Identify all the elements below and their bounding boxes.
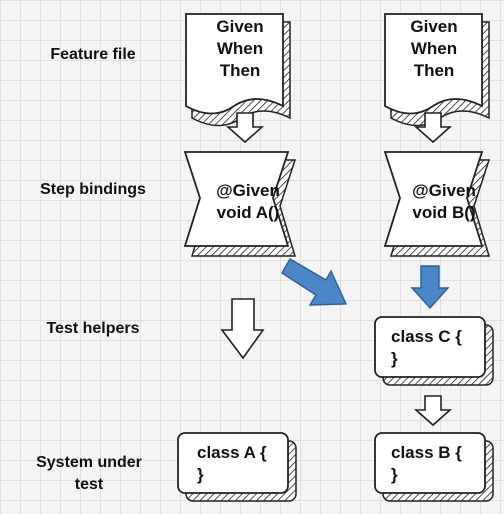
arrow-class-c-to-class-b bbox=[413, 395, 453, 427]
feature-file-shape-1: Given When Then bbox=[185, 13, 291, 127]
label-sut-line1: System under bbox=[36, 454, 142, 471]
arrow-step-b-to-class-c bbox=[410, 265, 450, 310]
class-c-line2: } bbox=[391, 349, 398, 368]
feature-2-line1: Given bbox=[410, 17, 457, 36]
arrow-step-a-to-class-c bbox=[281, 258, 348, 306]
feature-1-line3: Then bbox=[220, 61, 261, 80]
feature-file-shape-2: Given When Then bbox=[384, 13, 490, 127]
feature-1-line2: When bbox=[217, 39, 263, 58]
class-a-line1: class A { bbox=[197, 443, 267, 462]
step-b-line2: void B() bbox=[412, 203, 475, 222]
label-sut-line2: test bbox=[74, 476, 104, 493]
sut-class-b-box: class B { } bbox=[374, 432, 494, 502]
label-step-bindings: Step bindings bbox=[40, 181, 146, 198]
feature-2-line3: Then bbox=[414, 61, 455, 80]
feature-2-line2: When bbox=[411, 39, 457, 58]
arrow-feature-to-step-a bbox=[225, 112, 265, 144]
arrow-feature-to-step-b bbox=[413, 112, 453, 144]
class-c-line1: class C { bbox=[391, 327, 462, 346]
arrow-step-a-to-class-a bbox=[220, 298, 265, 360]
label-test-helpers: Test helpers bbox=[46, 320, 140, 337]
label-system-under-test: System under test bbox=[14, 452, 164, 496]
step-binding-shape-b: @Given void B() bbox=[383, 151, 491, 257]
class-a-line2: } bbox=[197, 465, 204, 484]
step-a-line1: @Given bbox=[216, 181, 280, 200]
helper-class-c-box: class C { } bbox=[374, 316, 494, 386]
feature-1-line1: Given bbox=[216, 17, 263, 36]
step-a-line2: void A() bbox=[217, 203, 280, 222]
label-feature-file: Feature file bbox=[50, 46, 136, 63]
class-b-line2: } bbox=[391, 465, 398, 484]
step-b-line1: @Given bbox=[412, 181, 476, 200]
sut-class-a-box: class A { } bbox=[177, 432, 297, 502]
step-binding-shape-a: @Given void A() bbox=[183, 151, 297, 257]
class-b-line1: class B { bbox=[391, 443, 462, 462]
